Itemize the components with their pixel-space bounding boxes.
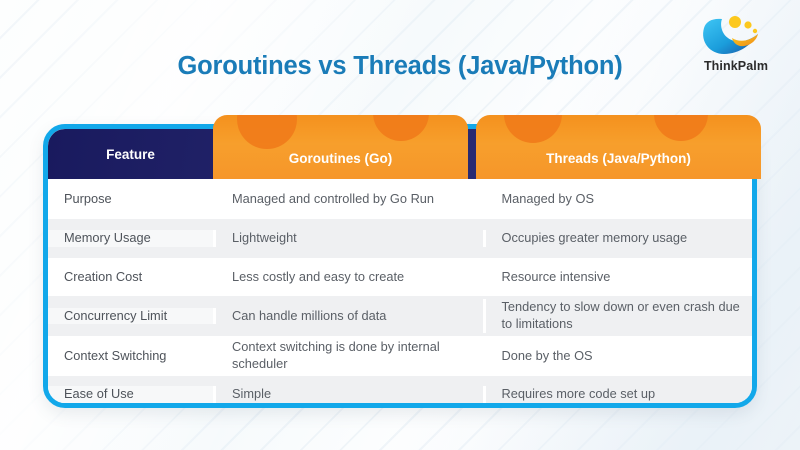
cell-threads: Requires more code set up [482, 386, 753, 403]
cell-feature: Memory Usage [48, 230, 213, 247]
table-row: Context Switching Context switching is d… [48, 336, 752, 376]
cell-feature: Purpose [48, 190, 213, 208]
column-header-tab-threads: Threads (Java/Python) [476, 115, 761, 179]
cell-feature: Ease of Use [48, 386, 213, 403]
comparison-table-card: Feature Purpose Managed and controlled b… [43, 115, 761, 408]
cell-threads: Tendency to slow down or even crash due … [482, 299, 753, 333]
logo-wordmark: ThinkPalm [703, 59, 769, 73]
column-header-goroutines: Goroutines (Go) [288, 151, 393, 166]
column-header-threads: Threads (Java/Python) [546, 151, 691, 166]
table-body: Purpose Managed and controlled by Go Run… [48, 179, 752, 403]
tab-blob [373, 115, 429, 141]
tab-blob [654, 115, 708, 141]
table-row: Purpose Managed and controlled by Go Run… [48, 179, 752, 219]
cell-goroutines: Context switching is done by internal sc… [213, 339, 483, 373]
table-row: Memory Usage Lightweight Occupies greate… [48, 219, 752, 258]
slide-title: Goroutines vs Threads (Java/Python) [177, 52, 623, 80]
table-row: Ease of Use Simple Requires more code se… [48, 376, 752, 403]
thinkpalm-logo-icon [703, 16, 758, 54]
cell-feature: Concurrency Limit [48, 307, 213, 325]
table-row: Creation Cost Less costly and easy to cr… [48, 258, 752, 296]
column-header-feature: Feature [106, 146, 155, 162]
cell-goroutines: Can handle millions of data [213, 307, 483, 325]
cell-threads: Managed by OS [482, 190, 753, 208]
cell-goroutines: Simple [213, 386, 483, 403]
thinkpalm-logo: ThinkPalm [690, 12, 782, 84]
table-row: Concurrency Limit Can handle millions of… [48, 296, 752, 336]
cell-threads: Occupies greater memory usage [482, 230, 753, 247]
cell-goroutines: Lightweight [213, 230, 483, 247]
cell-feature: Creation Cost [48, 268, 213, 286]
cell-threads: Resource intensive [482, 268, 753, 286]
cell-feature: Context Switching [48, 347, 213, 365]
tab-blob [504, 115, 562, 143]
cell-goroutines: Managed and controlled by Go Run [213, 190, 483, 208]
cell-threads: Done by the OS [482, 347, 753, 365]
column-header-tab-goroutines: Goroutines (Go) [213, 115, 468, 179]
tab-blob [237, 115, 297, 149]
cell-goroutines: Less costly and easy to create [213, 268, 483, 286]
